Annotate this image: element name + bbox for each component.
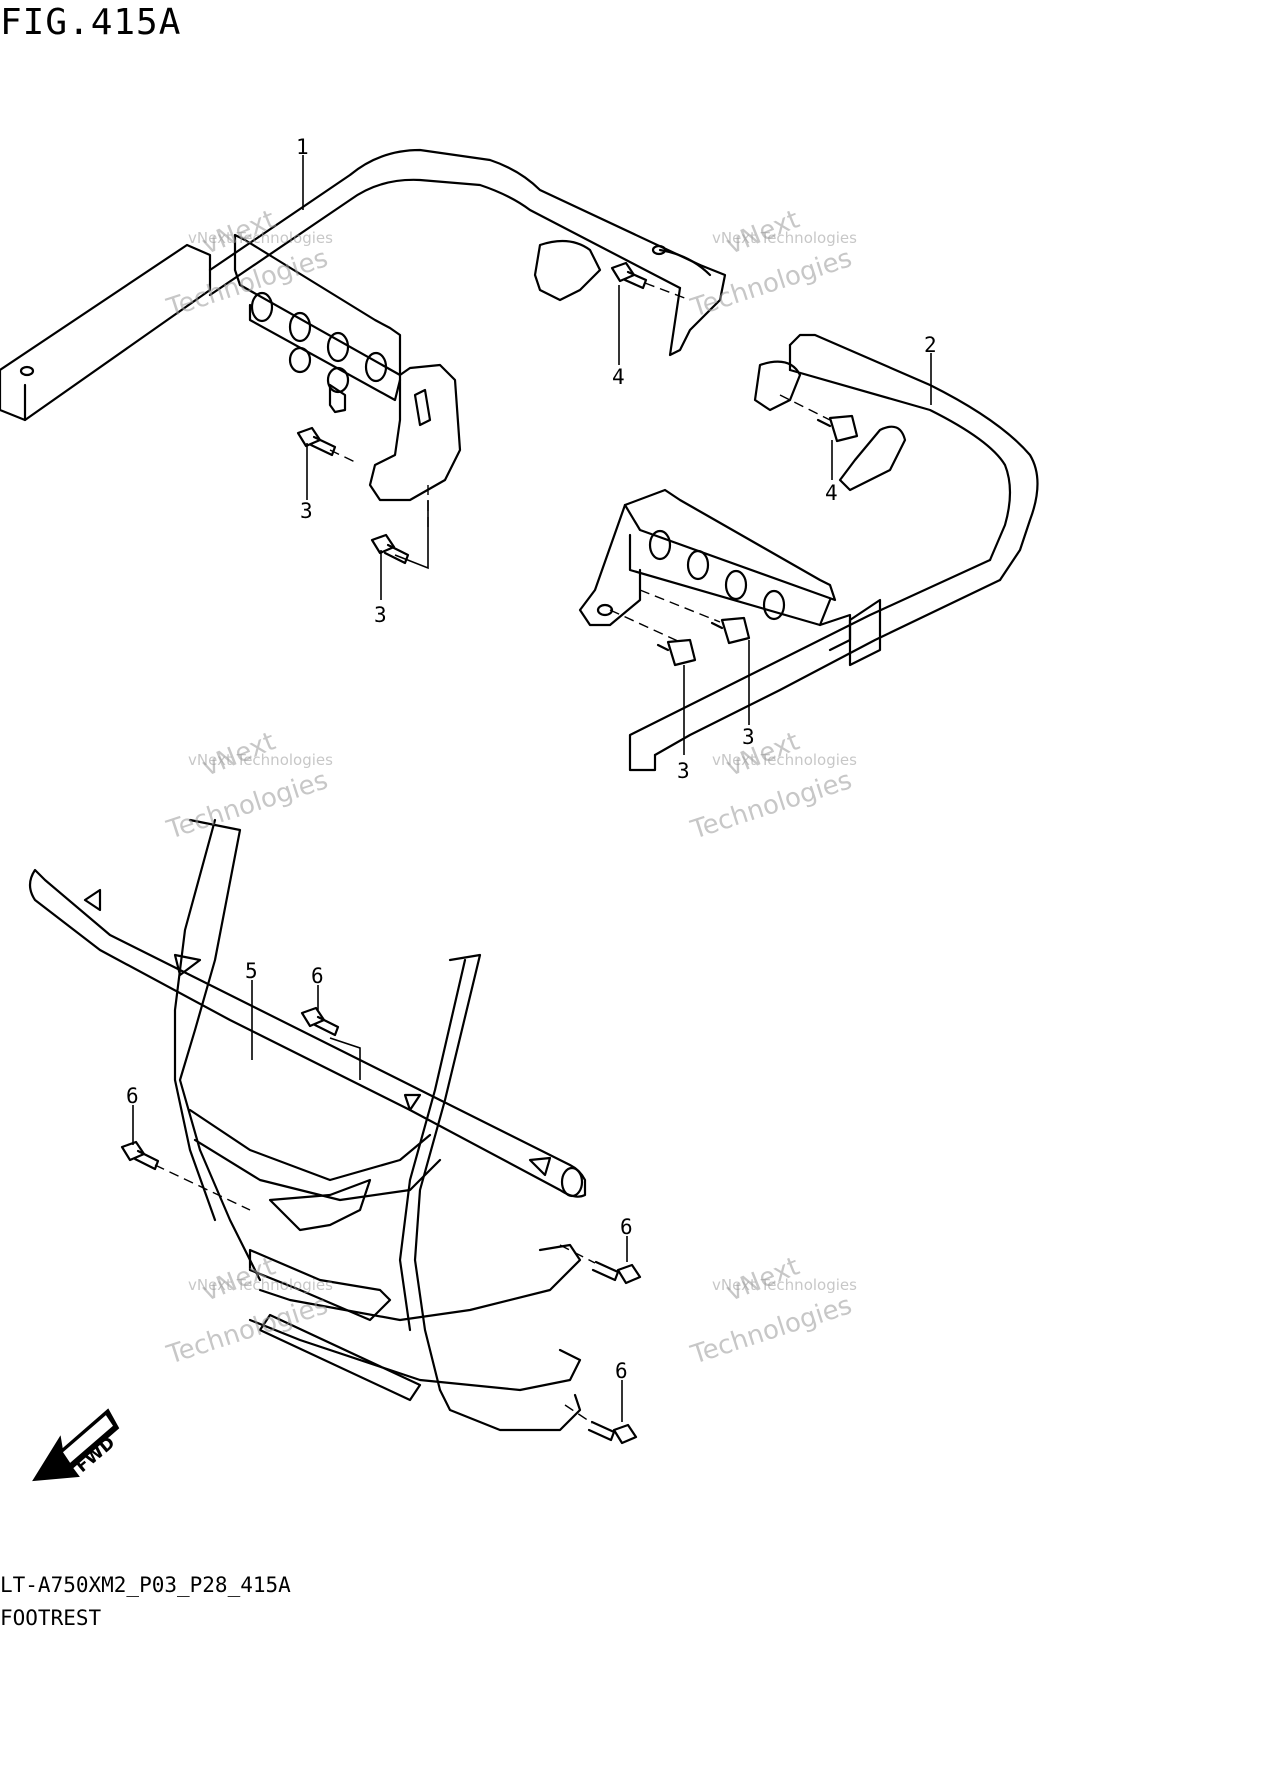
bolt-3-c xyxy=(656,638,697,667)
front-guard xyxy=(28,818,587,1432)
callout-6-b: 6 xyxy=(126,1084,139,1108)
callout-3-c: 3 xyxy=(677,759,690,783)
svg-text:Technologies: Technologies xyxy=(687,243,856,323)
callouts: 1 2 3 3 3 3 4 4 5 6 6 6 6 xyxy=(126,135,937,1383)
footrest-bar-right xyxy=(578,333,1039,772)
watermark-2: vNext Technologies vNext Technologies xyxy=(687,204,858,323)
svg-text:vNext Technologies: vNext Technologies xyxy=(712,229,857,247)
callout-6-d: 6 xyxy=(615,1359,628,1383)
svg-text:vNext Technologies: vNext Technologies xyxy=(188,1276,333,1294)
svg-text:vNext: vNext xyxy=(722,726,804,782)
callout-2: 2 xyxy=(924,333,937,357)
bolt-4-a xyxy=(610,261,648,290)
svg-text:Technologies: Technologies xyxy=(687,765,856,845)
bolt-3-d xyxy=(710,616,751,645)
svg-text:vNext: vNext xyxy=(722,1251,804,1307)
watermark-4: vNext Technologies vNext Technologies xyxy=(687,726,858,845)
svg-text:Technologies: Technologies xyxy=(163,765,332,845)
svg-text:vNext: vNext xyxy=(198,204,280,260)
callout-3-b: 3 xyxy=(374,603,387,627)
bolt-6-b xyxy=(120,1140,160,1171)
bolt-6-a xyxy=(300,1006,340,1037)
footrest-bar-left xyxy=(0,148,727,502)
svg-text:vNext Technologies: vNext Technologies xyxy=(712,751,857,769)
bolt-6-c xyxy=(591,1260,642,1285)
bolt-3-a xyxy=(296,426,337,457)
callout-3-a: 3 xyxy=(300,499,313,523)
callout-4-a: 4 xyxy=(612,365,625,389)
callout-6-a: 6 xyxy=(311,964,324,988)
callout-6-c: 6 xyxy=(620,1215,633,1239)
watermark-1: vNext Technologies vNext Technologies xyxy=(163,204,334,323)
svg-text:vNext: vNext xyxy=(198,726,280,782)
svg-text:vNext: vNext xyxy=(722,204,804,260)
figure-title: FIG.415A xyxy=(0,2,182,43)
svg-text:vNext: vNext xyxy=(198,1251,280,1307)
bolt-6-d xyxy=(587,1420,638,1445)
svg-text:Technologies: Technologies xyxy=(163,1290,332,1370)
watermark-3: vNext Technologies vNext Technologies xyxy=(163,726,334,845)
svg-text:Technologies: Technologies xyxy=(687,1290,856,1370)
callout-5: 5 xyxy=(245,959,258,983)
bolt-4-b xyxy=(816,414,859,443)
svg-text:vNext Technologies: vNext Technologies xyxy=(712,1276,857,1294)
svg-text:vNext Technologies: vNext Technologies xyxy=(188,751,333,769)
callout-3-d: 3 xyxy=(742,725,755,749)
watermark-6: vNext Technologies vNext Technologies xyxy=(687,1251,858,1370)
figure-code: LT-A750XM2_P03_P28_415A xyxy=(0,1573,291,1597)
callout-4-b: 4 xyxy=(825,481,838,505)
leader-lines xyxy=(132,155,932,1422)
svg-text:vNext Technologies: vNext Technologies xyxy=(188,229,333,247)
callout-1: 1 xyxy=(296,135,309,159)
svg-text:Technologies: Technologies xyxy=(163,243,332,323)
fwd-arrow-icon: FWD xyxy=(32,1408,120,1482)
figure-name: FOOTREST xyxy=(0,1606,102,1630)
dashed-lines xyxy=(154,282,831,1424)
